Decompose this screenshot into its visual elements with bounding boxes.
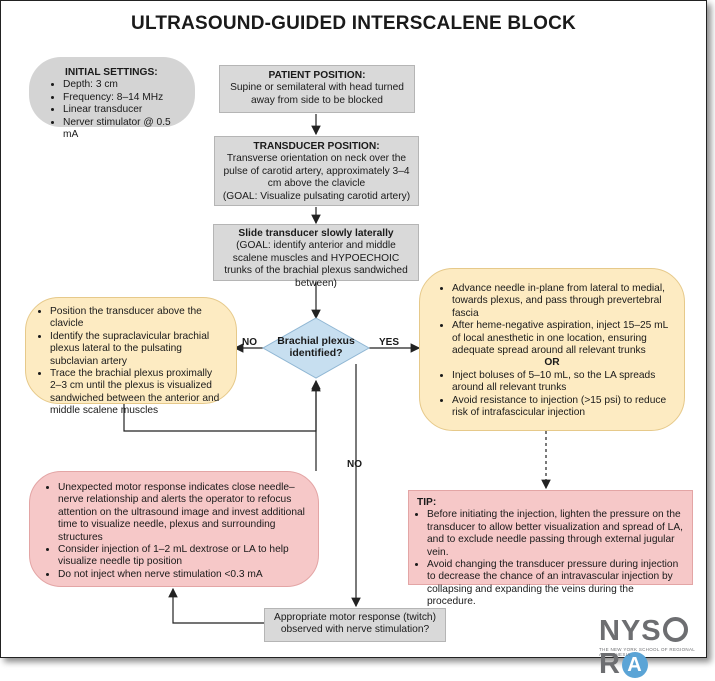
arrow-question-to-motor bbox=[168, 587, 264, 624]
right-injection-list-b: Inject boluses of 5–10 mL, so the LA spr… bbox=[442, 370, 670, 420]
flow-connectors bbox=[123, 114, 551, 624]
tip-heading: TIP: bbox=[417, 497, 437, 508]
logo-subtitle: THE NEW YORK SCHOOL OF REGIONAL ANESTHES… bbox=[599, 647, 695, 657]
slide-text: (GOAL: identify anterior and middle scal… bbox=[224, 240, 408, 289]
list-item: Identify the supraclavicular brachial pl… bbox=[50, 331, 226, 368]
right-injection-box: Advance needle in-plane from lateral to … bbox=[419, 268, 685, 431]
left-locate-box: Position the transducer above the clavic… bbox=[25, 297, 237, 416]
patient-position-text: Supine or semilateral with head turned a… bbox=[230, 82, 404, 106]
list-item: Linear transducer bbox=[63, 104, 185, 116]
right-injection-list-a: Advance needle in-plane from lateral to … bbox=[442, 283, 670, 357]
initial-settings-box: INITIAL SETTINGS: Depth: 3 cm Frequency:… bbox=[29, 57, 195, 140]
logo-o-mark bbox=[662, 617, 688, 642]
list-item: Frequency: 8–14 MHz bbox=[63, 92, 185, 104]
or-label: OR bbox=[544, 357, 560, 369]
motor-question-text: Appropriate motor response (twitch) obse… bbox=[274, 612, 436, 636]
initial-settings-heading: INITIAL SETTINGS: bbox=[65, 67, 158, 78]
transducer-position-text: Transverse orientation on neck over the … bbox=[223, 153, 410, 190]
tip-list: Before initiating the injection, lighten… bbox=[417, 509, 684, 608]
slide-transducer-box: Slide transducer slowly laterally (GOAL:… bbox=[213, 224, 419, 289]
list-item: Position the transducer above the clavic… bbox=[50, 306, 226, 331]
list-item: Consider injection of 1–2 mL dextrose or… bbox=[58, 544, 308, 569]
tip-box: TIP: Before initiating the injection, li… bbox=[408, 490, 693, 607]
list-item: Unexpected motor response indicates clos… bbox=[58, 482, 308, 544]
transducer-position-goal: (GOAL: Visualize pulsating carotid arter… bbox=[222, 190, 411, 202]
motor-response-box: Unexpected motor response indicates clos… bbox=[29, 471, 319, 587]
decision-text: Brachial plexus identified? bbox=[277, 335, 355, 360]
list-item: Depth: 3 cm bbox=[63, 79, 185, 91]
motor-response-list: Unexpected motor response indicates clos… bbox=[48, 482, 308, 581]
list-item: Avoid changing the transducer pressure d… bbox=[427, 559, 684, 609]
left-locate-list: Position the transducer above the clavic… bbox=[40, 306, 226, 418]
list-item: Before initiating the injection, lighten… bbox=[427, 509, 684, 559]
decision-diamond bbox=[261, 317, 371, 379]
list-item: Do not inject when nerve stimulation <0.… bbox=[58, 569, 308, 581]
no-label-left: NO bbox=[242, 337, 257, 348]
yes-label-right: YES bbox=[379, 337, 400, 348]
patient-position-heading: PATIENT POSITION: bbox=[268, 70, 366, 81]
list-item: Trace the brachial plexus proximally 2–3… bbox=[50, 368, 226, 418]
page-title: ULTRASOUND-GUIDED INTERSCALENE BLOCK bbox=[131, 13, 576, 34]
motor-question-box: Appropriate motor response (twitch) obse… bbox=[264, 608, 446, 642]
list-item: Nerver stimulator @ 0.5 mA bbox=[63, 117, 185, 142]
list-item: Inject boluses of 5–10 mL, so the LA spr… bbox=[452, 370, 670, 395]
logo-text-a: NYS bbox=[599, 615, 662, 647]
no-label-down: NO bbox=[347, 459, 362, 470]
slide-heading: Slide transducer slowly laterally bbox=[238, 228, 394, 239]
transducer-position-heading: TRANSDUCER POSITION: bbox=[253, 141, 380, 152]
list-item: Advance needle in-plane from lateral to … bbox=[452, 283, 670, 320]
diagram-frame: ULTRASOUND-GUIDED INTERSCALENE BLOCK bbox=[0, 0, 707, 658]
list-item: Avoid resistance to injection (>15 psi) … bbox=[452, 395, 670, 420]
patient-position-box: PATIENT POSITION: Supine or semilateral … bbox=[219, 65, 415, 113]
transducer-position-box: TRANSDUCER POSITION: Transverse orientat… bbox=[214, 136, 419, 206]
list-item: After heme-negative aspiration, inject 1… bbox=[452, 320, 670, 357]
initial-settings-list: Depth: 3 cm Frequency: 8–14 MHz Linear t… bbox=[53, 79, 185, 141]
